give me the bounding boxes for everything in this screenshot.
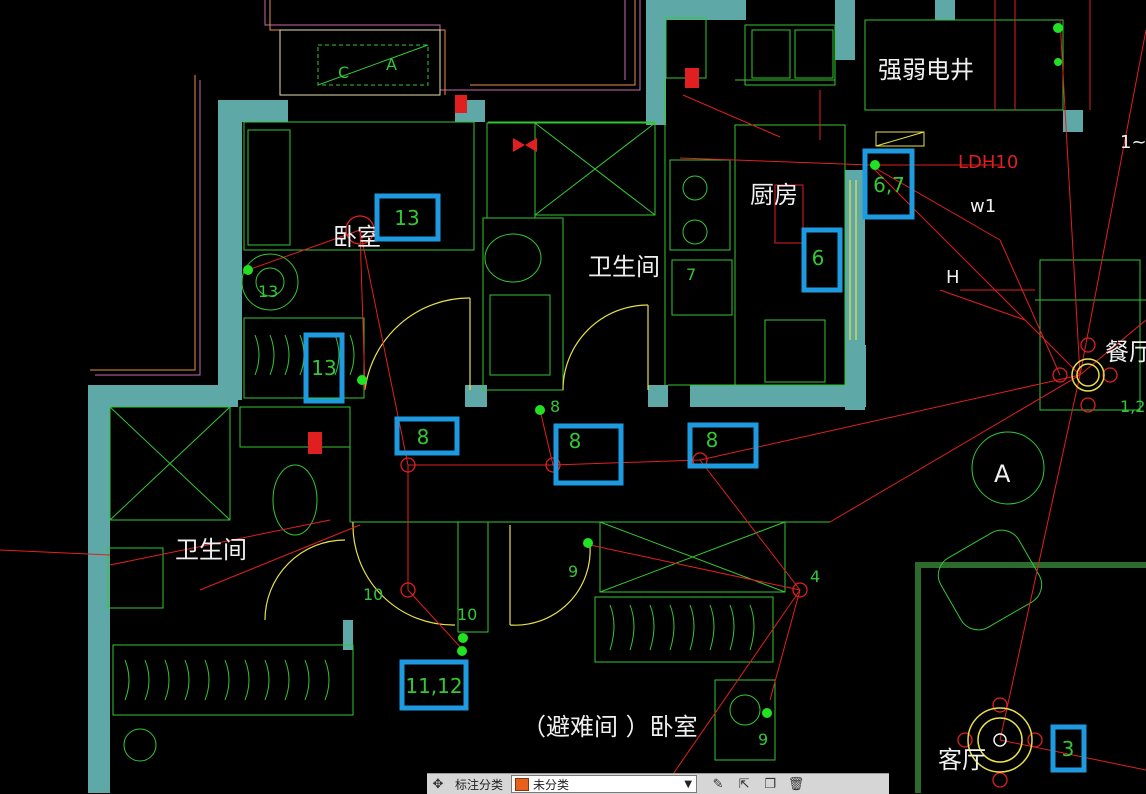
edit-icon[interactable]: ✎ — [712, 776, 724, 792]
red-valves — [308, 68, 699, 454]
plan-number: 10 — [363, 585, 383, 604]
annotation-tags: 13 13 8 8 8 6 6,7 11,12 — [303, 148, 1087, 773]
plan-number: 13 — [258, 282, 278, 301]
delete-icon[interactable]: 🗑 — [787, 776, 805, 792]
tag-text: 8 — [569, 429, 582, 453]
tag-text: 11,12 — [405, 674, 462, 698]
ldh10-label: LDH10 — [958, 152, 1018, 173]
window-c-label: C — [338, 63, 349, 82]
ldh10-box — [875, 131, 925, 147]
door-swings — [264, 180, 857, 626]
room-label-living: 客厅 — [938, 746, 986, 774]
annotation-tag[interactable]: 3 — [1050, 724, 1087, 773]
room-label-dining: 餐厅 — [1105, 338, 1146, 366]
annotation-tag[interactable]: 8 — [394, 416, 460, 456]
pan-icon[interactable]: ✥ — [432, 776, 444, 792]
tag-text: 13 — [311, 356, 336, 380]
layer-category-value: 未分类 — [533, 777, 570, 792]
layer-category-select[interactable]: 未分类 ▼ — [511, 775, 698, 793]
outer-boundary — [90, 0, 641, 376]
layer-category-label: 标注分类 — [455, 777, 504, 792]
w1-label: w1 — [970, 196, 996, 217]
plan-numbers: 13 8 10 10 9 4 9 7 — [258, 265, 820, 749]
walls — [88, 0, 1083, 793]
red-junctions — [345, 215, 1118, 788]
annotation-tag[interactable]: 13 — [303, 332, 345, 404]
annotation-tag[interactable]: 8 — [553, 423, 624, 486]
annotation-tag[interactable]: 6 — [801, 227, 843, 293]
annotation-tag[interactable]: 13 — [374, 193, 441, 242]
annotation-tag[interactable]: 8 — [687, 422, 759, 469]
tag-text: 3 — [1062, 737, 1075, 761]
h-label: H — [946, 267, 960, 288]
room-labels: 强弱电井 卧室 卫生间 厨房 餐厅 卫生间 （避难间 ）卧室 客厅 — [175, 56, 1146, 774]
room-label-shaft: 强弱电井 — [878, 56, 974, 84]
plan-number: 8 — [550, 397, 560, 416]
plan-number: 9 — [758, 730, 768, 749]
plan-number: 4 — [810, 567, 820, 586]
light-fixtures — [241, 253, 1105, 773]
toolbar-tools: ✎ ⇱ ❐ 🗑 — [707, 775, 807, 793]
room-label-kitchen: 厨房 — [750, 181, 798, 209]
room-label-bathroom-center: 卫生间 — [588, 253, 660, 281]
tag-text: 8 — [417, 425, 430, 449]
layer-color-swatch — [515, 777, 530, 791]
edge-1-label: 1~ — [1120, 132, 1146, 153]
annotation-toolbar: ✥ 标注分类 未分类 ▼ ✎ ⇱ ❐ 🗑 — [427, 773, 889, 794]
plan-number: 7 — [686, 265, 696, 284]
room-label-shelter-bedroom: （避难间 ）卧室 — [522, 713, 698, 741]
device-nodes — [243, 23, 1063, 718]
axis-a-label: A — [994, 460, 1011, 488]
marker-labels: LDH10 w1 H A 1~ 1,2 C A — [338, 55, 1146, 488]
room-label-bathroom-left: 卫生间 — [175, 536, 247, 564]
move-icon[interactable]: ⇱ — [738, 776, 750, 792]
chevron-down-icon: ▼ — [684, 778, 693, 790]
edge-12-label: 1,2 — [1120, 397, 1145, 416]
fixtures — [107, 17, 1146, 793]
tag-text: 13 — [394, 206, 419, 230]
tag-text: 6 — [812, 246, 825, 270]
annotation-tag[interactable]: 11,12 — [399, 659, 469, 711]
copy-icon[interactable]: ❐ — [764, 776, 776, 792]
window-a-label: A — [386, 55, 397, 74]
room-label-bedroom-top: 卧室 — [333, 223, 381, 251]
annotation-tag[interactable]: 6,7 — [862, 148, 915, 220]
plan-number: 10 — [457, 605, 477, 624]
tag-text: 6,7 — [873, 173, 905, 197]
plan-number: 9 — [568, 562, 578, 581]
tag-text: 8 — [706, 428, 719, 452]
